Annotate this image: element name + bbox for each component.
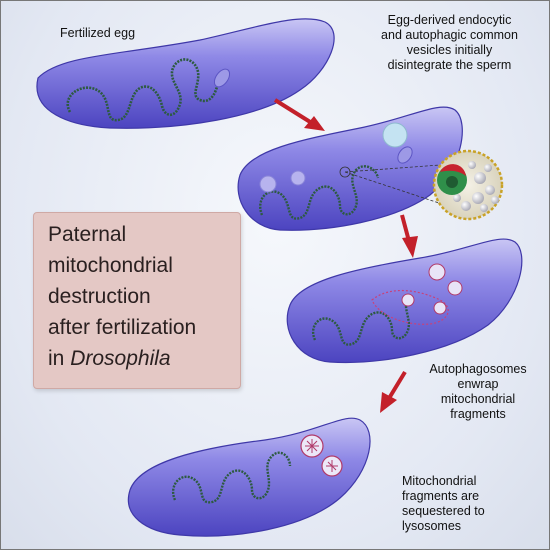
caption-autophagosomes-line-3: mitochondrial xyxy=(440,392,516,406)
caption-lysosomes: Mitochondrial fragments are sequestered … xyxy=(402,474,485,534)
title-line-5: in Drosophila xyxy=(48,346,171,371)
zoom-pointer xyxy=(344,164,441,173)
egg-body-1 xyxy=(36,18,335,129)
caption-vesicles-line-1: Egg-derived endocytic xyxy=(387,13,512,27)
title-line-2: mitochondrial xyxy=(48,254,173,277)
autophagosome-outline xyxy=(371,289,449,325)
caption-autophagosomes-line-2: enwrap xyxy=(457,377,499,391)
autophagosome-2 xyxy=(447,280,463,296)
sperm-tail-2 xyxy=(259,165,380,220)
autophagosome-1 xyxy=(428,263,446,281)
egg-stage-4 xyxy=(127,417,371,537)
sperm-tail-3 xyxy=(312,293,411,346)
caption-vesicles-line-4: disintegrate the sperm xyxy=(387,58,512,72)
egg-stage-1 xyxy=(36,18,335,129)
egg-body-2 xyxy=(237,106,463,231)
autophagosome-3 xyxy=(401,293,415,307)
title-line-4: after fertilization xyxy=(48,316,197,339)
arrow-2 xyxy=(400,214,418,258)
caption-vesicles: Egg-derived endocytic and autophagic com… xyxy=(362,13,537,73)
title-line-5-italic: Drosophila xyxy=(70,347,171,370)
caption-vesicles-line-2: and autophagic common xyxy=(381,28,518,42)
caption-autophagosomes: Autophagosomes enwrap mitochondrial frag… xyxy=(418,362,538,422)
title-line-1: Paternal xyxy=(48,223,127,246)
title-line-5-prefix: in xyxy=(48,347,71,370)
sperm-head-2 xyxy=(397,146,413,164)
vesicle-large xyxy=(382,122,408,148)
egg-stage-2 xyxy=(237,106,463,231)
sperm-head-1 xyxy=(213,68,231,88)
caption-lysosomes-line-2: fragments are xyxy=(402,489,480,503)
vesicle-small-2 xyxy=(290,170,306,186)
arrow-3 xyxy=(380,370,407,413)
caption-lysosomes-line-4: lysosomes xyxy=(402,519,462,533)
egg-body-4 xyxy=(127,417,371,537)
caption-fertilized-egg: Fertilized egg xyxy=(60,26,136,40)
caption-autophagosomes-line-1: Autophagosomes xyxy=(429,362,527,376)
zoom-inset xyxy=(432,149,504,221)
caption-autophagosomes-line-4: fragments xyxy=(450,407,506,421)
caption-lysosomes-line-1: Mitochondrial xyxy=(402,474,477,488)
vesicle-small-1 xyxy=(259,175,277,193)
egg-stage-3 xyxy=(286,238,523,364)
arrow-1 xyxy=(273,98,325,131)
caption-lysosomes-line-3: sequestered to xyxy=(402,504,485,518)
title-box: Paternal mitochondrial destruction after… xyxy=(33,212,241,389)
sperm-tail-4 xyxy=(172,451,292,504)
title-line-3: destruction xyxy=(48,285,151,308)
autophagosome-4 xyxy=(433,301,447,315)
caption-vesicles-line-3: vesicles initially xyxy=(406,43,493,57)
zoom-pointer-2 xyxy=(344,171,446,206)
